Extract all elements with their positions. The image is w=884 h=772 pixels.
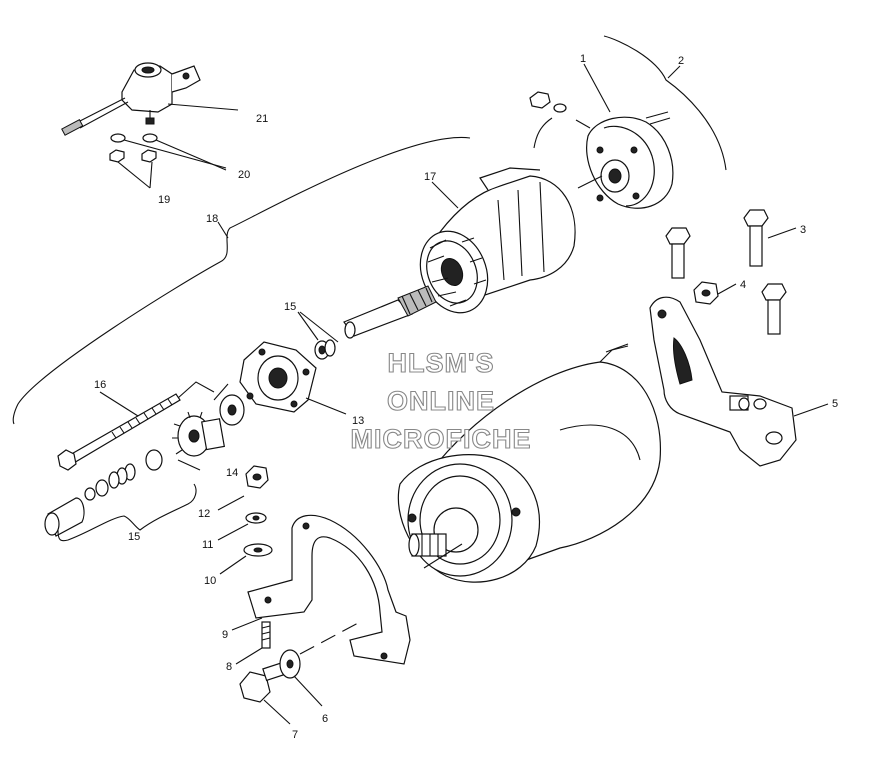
callout-5: 5 <box>832 398 838 410</box>
callout-4: 4 <box>740 279 746 291</box>
callout-15-upper: 15 <box>284 301 296 313</box>
watermark-line-2: ONLINE <box>387 386 495 416</box>
through-bolt-part-16 <box>57 393 181 471</box>
callout-20: 20 <box>238 169 250 181</box>
callout-15-lower: 15 <box>128 531 140 543</box>
callout-8: 8 <box>226 661 232 673</box>
washer-part-6 <box>279 649 301 679</box>
callout-3: 3 <box>800 224 806 236</box>
callout-14: 14 <box>226 467 238 479</box>
callout-2: 2 <box>678 55 684 67</box>
solenoid-part-21 <box>61 62 201 136</box>
armature-part-17 <box>419 167 576 314</box>
callout-9: 9 <box>222 629 228 641</box>
callout-18: 18 <box>206 213 218 225</box>
end-cap-part-1 <box>586 111 674 209</box>
mounting-bracket-part-9 <box>247 514 411 665</box>
spacer-washer <box>219 394 245 426</box>
callout-7: 7 <box>292 729 298 741</box>
callout-13: 13 <box>352 415 364 427</box>
washer-part-20 <box>110 133 158 143</box>
drive-plate-part-13 <box>239 341 317 413</box>
nut-part-14 <box>245 465 269 489</box>
washer-part-10 <box>243 543 273 557</box>
callout-10: 10 <box>204 575 216 587</box>
terminal-nut <box>529 91 591 149</box>
stud-part-8 <box>261 621 271 649</box>
bolt-part-3-b <box>743 209 769 267</box>
spring-group-part-15 <box>44 449 163 537</box>
bolt-part-3-a <box>665 227 691 279</box>
callout-19: 19 <box>158 194 170 206</box>
callout-6: 6 <box>322 713 328 725</box>
lockwasher-part-12 <box>245 512 267 524</box>
nut-part-19 <box>109 149 157 163</box>
callout-21: 21 <box>256 113 268 125</box>
callout-11: 11 <box>202 539 213 551</box>
washer-part-15-upper <box>314 339 336 360</box>
bracket-part-5 <box>649 296 797 467</box>
motor-pinion <box>408 533 447 557</box>
callout-1: 1 <box>580 53 586 65</box>
watermark: HLSM'S ONLINE MICROFICHE <box>350 347 532 454</box>
bolt-part-3-c <box>761 283 787 335</box>
nut-part-4 <box>693 281 719 305</box>
callout-17: 17 <box>424 171 436 183</box>
watermark-line-1: HLSM'S <box>388 348 495 378</box>
pinion-gear <box>172 411 226 457</box>
armature-shaft <box>343 285 437 339</box>
callout-16: 16 <box>94 379 106 391</box>
callout-12: 12 <box>198 508 210 520</box>
watermark-line-3: MICROFICHE <box>351 424 532 454</box>
starter-motor-housing <box>397 343 662 583</box>
